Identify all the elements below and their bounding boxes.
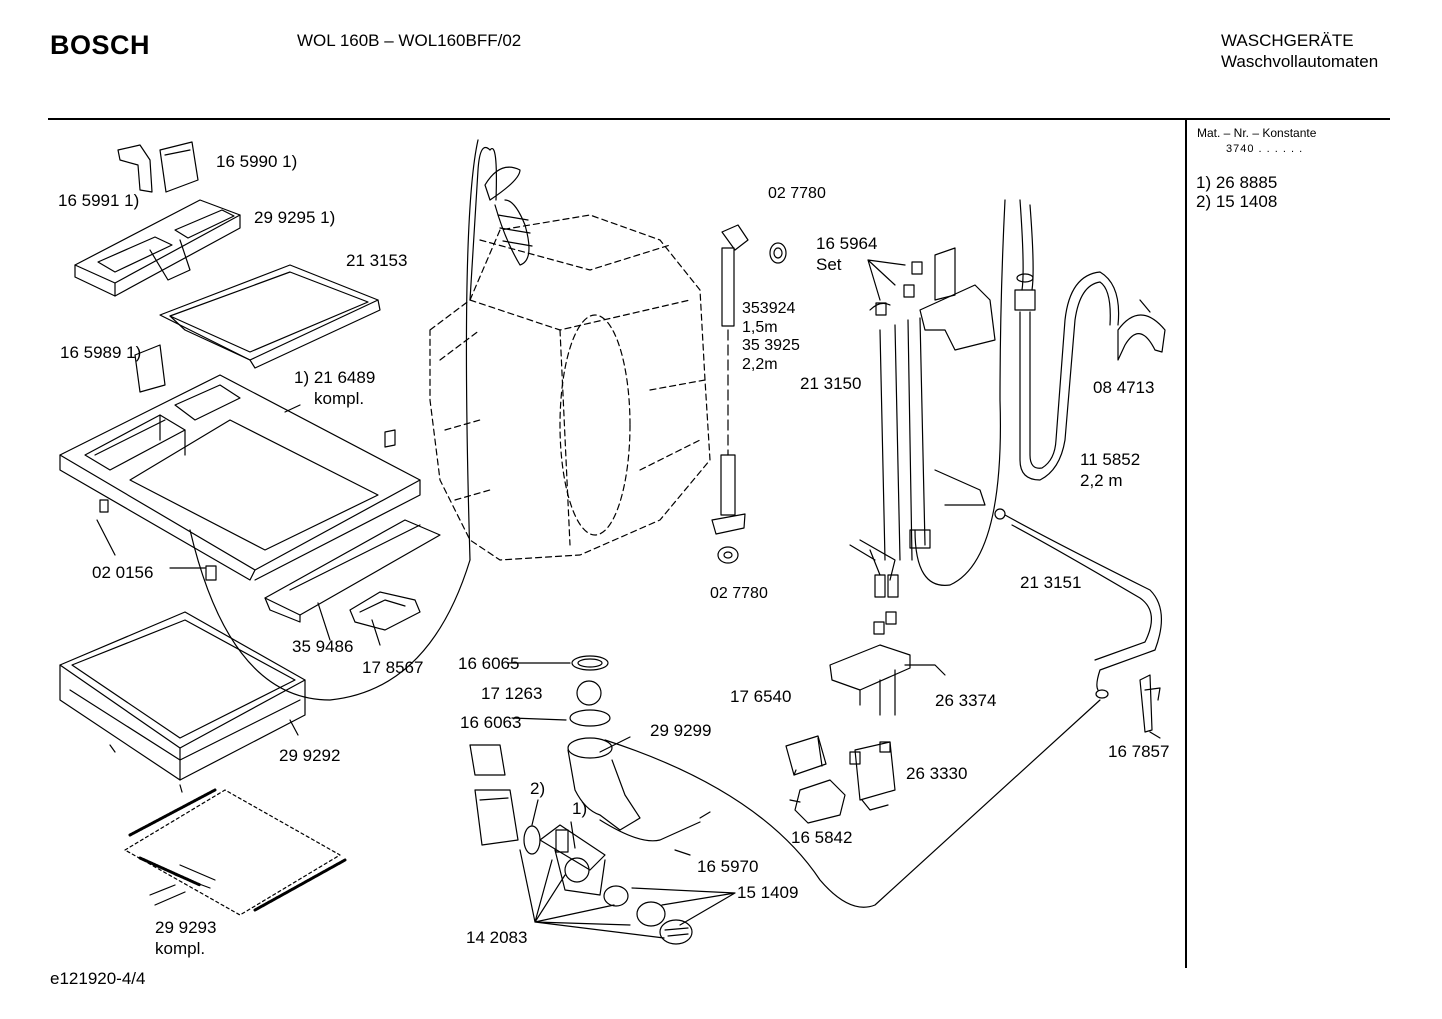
fill-hose-drawing <box>712 225 786 563</box>
part-label: 29 9292 <box>279 746 341 765</box>
sump-hose-drawing <box>568 738 710 841</box>
model-title: WOL 160B – WOL160BFF/02 <box>297 31 522 50</box>
pump-filter-drawing <box>604 886 692 944</box>
pressure-switch-drawing <box>830 645 945 715</box>
filter-block-drawing <box>790 780 845 823</box>
part-label: 21 3153 <box>346 251 408 270</box>
part-label: 2,2 m <box>1080 471 1123 490</box>
part-label: 02 7780 <box>710 585 768 602</box>
part-label: 29 9293 <box>155 918 217 937</box>
hinge-bar-drawing <box>265 520 440 622</box>
part-label: 16 5970 <box>697 857 759 876</box>
part-label: 16 5991 1) <box>58 191 140 210</box>
part-label: 16 7857 <box>1108 742 1170 761</box>
part-label: 11 5852 <box>1080 450 1141 469</box>
part-label: 16 5964 <box>816 234 878 253</box>
part-label: kompl. <box>155 939 206 958</box>
drain-pump-drawing <box>470 745 605 895</box>
part-label: 16 6065 <box>458 654 520 673</box>
valve-socket-drawing <box>786 736 826 775</box>
leader-curve-right <box>915 200 1005 585</box>
bottom-plate-drawing <box>125 790 345 915</box>
top-cover-drawing <box>60 345 420 580</box>
part-label: 26 3374 <box>935 691 997 710</box>
solenoid-valve-drawing <box>850 742 895 810</box>
seal-rings-drawing <box>570 656 610 726</box>
sidebar-divider <box>1185 120 1187 968</box>
konstante-value: 3740 . . . . . . <box>1226 143 1304 155</box>
clamp-bracket-drawing <box>1140 675 1160 732</box>
part-label: 2,2m <box>742 356 778 373</box>
drawer-handle-drawing <box>118 142 198 192</box>
hose-clip-drawing <box>1118 300 1165 360</box>
part-label: 1) 21 6489 <box>294 368 376 387</box>
leader-curve-top <box>466 140 478 560</box>
part-label: Set <box>816 255 842 274</box>
part-label: 16 5842 <box>791 828 853 847</box>
drawing-id: e121920-4/4 <box>50 969 146 988</box>
part-label: 26 3330 <box>906 764 968 783</box>
part-label: 16 6063 <box>460 713 522 732</box>
footnote-2: 2) 15 1408 <box>1196 192 1278 211</box>
part-label: 29 9299 <box>650 721 712 740</box>
part-label: 15 1409 <box>737 883 799 902</box>
leader-lines <box>97 260 1160 938</box>
inlet-manifold-drawing <box>850 248 995 597</box>
base-frame-drawing <box>60 612 305 792</box>
part-label: 1,5m <box>742 319 778 336</box>
tub-solid-details <box>470 148 532 301</box>
part-label: 17 6540 <box>730 687 792 706</box>
konstante-label: Mat. – Nr. – Konstante <box>1197 126 1317 140</box>
part-label: 16 5989 1) <box>60 343 142 362</box>
tub-drawing <box>430 215 710 560</box>
part-label: 29 9295 1) <box>254 208 336 227</box>
header-divider <box>48 118 1390 120</box>
part-label: 2) <box>530 779 546 798</box>
part-label: 02 7780 <box>768 185 826 202</box>
brand-logo: BOSCH <box>50 30 151 60</box>
door-lock-drawing <box>350 592 420 630</box>
category-title: WASCHGERÄTE <box>1221 31 1354 50</box>
connecting-hose-drawing <box>995 509 1161 698</box>
part-label: 35 3925 <box>742 337 800 354</box>
part-label: kompl. <box>314 389 365 408</box>
part-label: 17 8567 <box>362 658 424 677</box>
drain-hose-drawing <box>1015 200 1119 480</box>
part-label: 16 5990 1) <box>216 152 298 171</box>
part-label: 17 1263 <box>481 684 543 703</box>
leader-curve-bottom <box>605 700 1100 907</box>
plug-set-drawing <box>874 262 922 634</box>
part-label: 353924 <box>742 300 796 317</box>
footnote-1: 1) 26 8885 <box>1196 173 1278 192</box>
leader-curve-left <box>190 530 470 700</box>
part-label: 21 3150 <box>800 374 862 393</box>
category-subtitle: Waschvollautomaten <box>1221 52 1379 71</box>
part-label: 14 2083 <box>466 928 528 947</box>
part-label: 02 0156 <box>92 563 154 582</box>
drawer-insert-drawing <box>75 200 240 296</box>
part-label: 21 3151 <box>1020 573 1082 592</box>
part-label: 1) <box>572 799 588 818</box>
part-label: 35 9486 <box>292 637 354 656</box>
drawer-tray-drawing <box>160 265 380 368</box>
part-label: 08 4713 <box>1093 378 1155 397</box>
